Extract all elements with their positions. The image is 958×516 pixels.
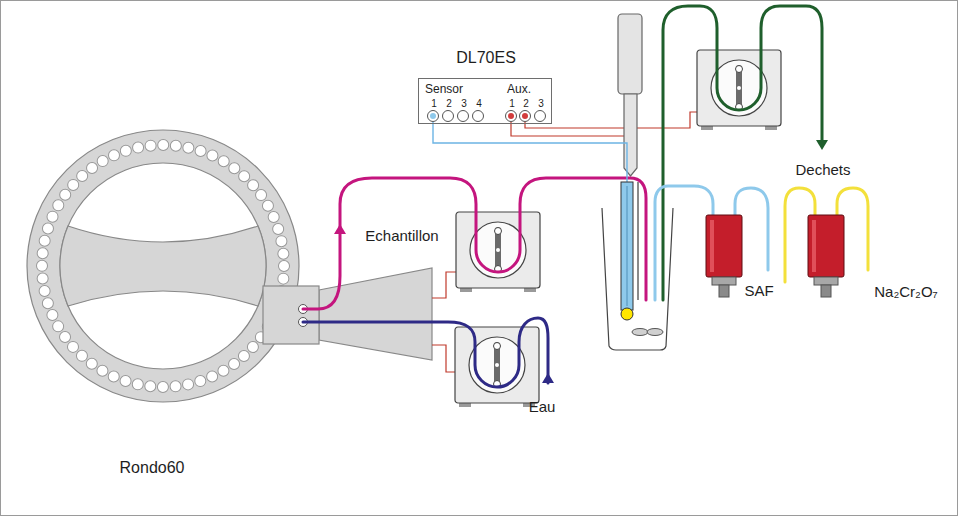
sample-holes-outline — [42, 145, 284, 387]
port-number: 4 — [476, 99, 482, 109]
changer-arm — [319, 268, 432, 360]
rotor-axis — [737, 86, 741, 90]
rotor-axis — [495, 363, 499, 367]
electrode-bulb — [621, 308, 633, 320]
sensor-socket — [458, 111, 469, 122]
rotor-roller — [494, 343, 501, 350]
socket-plug — [508, 113, 514, 119]
sensor-socket — [473, 111, 484, 122]
peristaltic-pump — [697, 50, 781, 130]
rotor-axis — [496, 248, 500, 252]
changer-ring — [27, 130, 299, 402]
electrode-core — [627, 186, 628, 306]
aux-socket — [535, 111, 546, 122]
sample-tube — [303, 178, 646, 309]
tubing — [303, 6, 868, 387]
port-number: 1 — [509, 99, 515, 109]
titrator-box: DL70ESSensor1234Aux.123 — [418, 78, 552, 124]
sample-changer — [27, 130, 432, 402]
pump-rotor — [495, 227, 501, 273]
aux-socket — [506, 111, 517, 122]
pump-rotor — [736, 65, 742, 111]
titrant-tube — [655, 186, 713, 300]
pump-cable — [432, 345, 455, 372]
changer-inner — [60, 163, 266, 369]
electrode — [621, 182, 633, 310]
pump-head — [470, 222, 526, 278]
port-number: 1 — [431, 99, 437, 109]
aux-cable — [525, 112, 697, 128]
pump-cable — [432, 272, 456, 298]
dosing-cylinder — [618, 14, 642, 94]
stirrer-blade — [632, 329, 648, 336]
reagent-label: SAF — [744, 283, 773, 300]
pump-head — [711, 60, 767, 116]
pump-body — [456, 212, 540, 288]
burette-valve — [814, 277, 838, 285]
burette — [706, 215, 742, 297]
port-group-name: Aux. — [507, 83, 531, 95]
reagent-label: Na₂Cr₂O₇ — [874, 284, 937, 301]
stirrer-blade — [647, 329, 663, 336]
socket-plug — [430, 113, 436, 119]
burette — [808, 215, 844, 297]
flow-arrow — [542, 373, 554, 383]
burette-valve — [712, 277, 736, 285]
dosing-tip — [637, 182, 639, 300]
aux-socket — [520, 111, 531, 122]
port-number: 2 — [523, 99, 529, 109]
device-name: Rondo60 — [120, 459, 185, 477]
dosing-stem — [624, 94, 637, 176]
pump-body — [697, 50, 781, 126]
rotor-roller — [736, 66, 743, 73]
pump-rotor — [494, 342, 500, 388]
burette-knob — [719, 285, 729, 297]
device-name: DL70ES — [456, 50, 516, 66]
sample-holes — [42, 145, 284, 387]
peristaltic-pump — [456, 212, 540, 292]
port-number: 3 — [461, 99, 467, 109]
burette-highlight — [812, 220, 816, 272]
pump-head — [469, 337, 525, 393]
changer-bridge — [60, 226, 266, 306]
outlet-label: Dechets — [795, 162, 850, 179]
pump-label: Echantillon — [365, 228, 438, 245]
sensor-cable — [433, 122, 627, 183]
rotor-roller — [495, 228, 502, 235]
burette-body — [706, 215, 742, 277]
water-tube — [303, 318, 548, 387]
waste-tube — [663, 6, 822, 300]
dosing-unit — [618, 14, 642, 176]
port-group-name: Sensor — [425, 83, 463, 95]
changer-head — [263, 286, 319, 344]
socket-plug — [522, 113, 528, 119]
sensor-socket — [443, 111, 454, 122]
burette-body — [808, 215, 844, 277]
flow-arrow — [816, 140, 828, 150]
pump-body — [455, 327, 539, 403]
port-number: 3 — [538, 99, 544, 109]
inlet-label: Eau — [529, 399, 556, 416]
burette-knob — [821, 285, 831, 297]
peristaltic-pump — [455, 327, 539, 407]
sensor-socket — [428, 111, 439, 122]
port-number: 2 — [446, 99, 452, 109]
burette-highlight — [710, 220, 714, 272]
flow-arrow — [334, 224, 346, 234]
titrator-sockets — [428, 111, 546, 122]
